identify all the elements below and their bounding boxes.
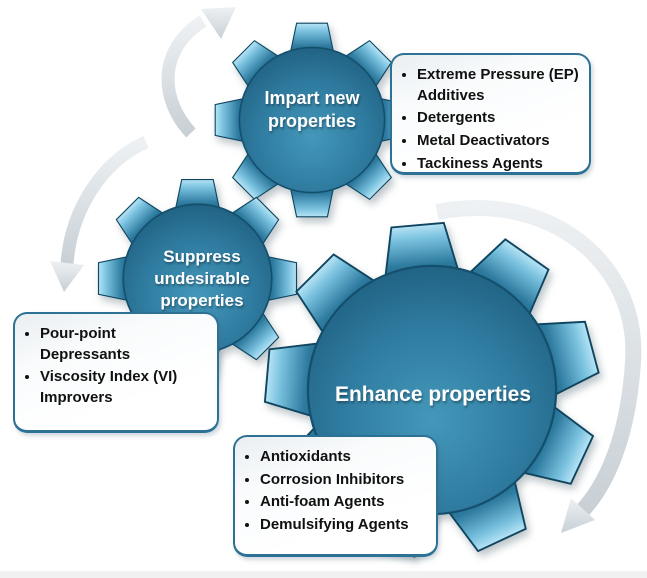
bullet-item: Metal Deactivators bbox=[417, 131, 581, 152]
gear-impart-label: Impart new properties bbox=[264, 88, 360, 131]
bullet-item: Pour-point Depressants bbox=[40, 324, 209, 365]
callout-enhance-additives: AntioxidantsCorrosion InhibitorsAnti-foa… bbox=[233, 435, 438, 557]
callout-impart-additives: Extreme Pressure (EP) AdditivesDetergent… bbox=[390, 53, 591, 175]
impart-additives-list: Extreme Pressure (EP) AdditivesDetergent… bbox=[392, 55, 589, 184]
bottom-edge-strip bbox=[0, 571, 647, 578]
bullet-item: Viscosity Index (VI) Improvers bbox=[40, 367, 209, 408]
gear-impart-icon bbox=[214, 22, 410, 218]
enhance-additives-list: AntioxidantsCorrosion InhibitorsAnti-foa… bbox=[235, 437, 436, 546]
gear-impart bbox=[202, 10, 422, 230]
bullet-item: Anti-foam Agents bbox=[260, 492, 428, 513]
bullet-item: Corrosion Inhibitors bbox=[260, 470, 428, 491]
bullet-item: Detergents bbox=[417, 108, 581, 129]
arrow-down-left-icon bbox=[50, 136, 149, 292]
bullet-item: Tackiness Agents bbox=[417, 154, 581, 175]
gear-suppress-label: Suppress undesirable properties bbox=[154, 247, 250, 310]
arrow-clockwise-right-icon bbox=[435, 200, 642, 533]
arrow-up-right-icon bbox=[161, 7, 236, 138]
bullet-item: Demulsifying Agents bbox=[260, 515, 428, 536]
bullet-item: Extreme Pressure (EP) Additives bbox=[417, 65, 581, 106]
gear-enhance-label: Enhance properties bbox=[334, 383, 532, 406]
suppress-additives-list: Pour-point DepressantsViscosity Index (V… bbox=[15, 314, 217, 419]
callout-suppress-additives: Pour-point DepressantsViscosity Index (V… bbox=[13, 312, 219, 433]
bullet-item: Antioxidants bbox=[260, 447, 428, 468]
